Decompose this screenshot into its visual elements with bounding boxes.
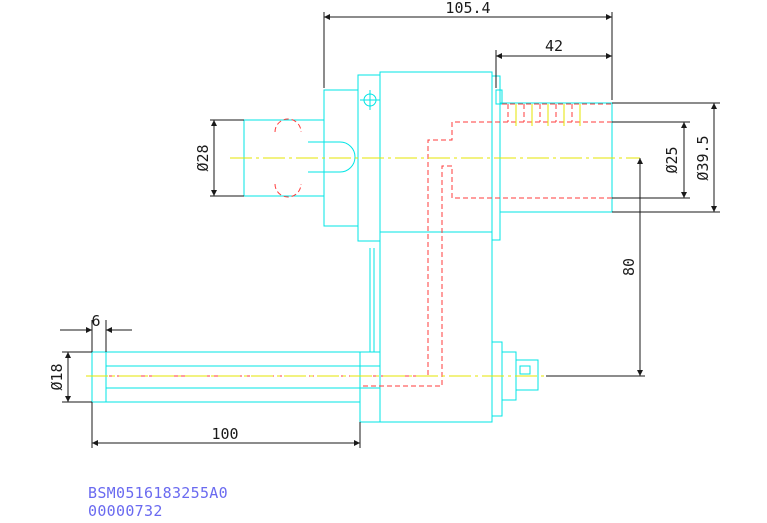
hidden-lines: [94, 103, 612, 387]
dim-tool-body-length: 42: [545, 37, 563, 55]
dim-center-height: 80: [620, 258, 638, 276]
centerlines: [86, 104, 640, 377]
dim-offset: 6: [91, 312, 100, 330]
dim-shank-diameter: Ø28: [194, 144, 212, 171]
dim-tool-diameter: Ø18: [48, 363, 66, 390]
dim-tool-length: 100: [211, 425, 238, 443]
part-code: BSM0516183255A0: [88, 484, 228, 502]
dimension-lines: [60, 12, 720, 448]
serial-number: 00000732: [88, 502, 163, 520]
part-outline: [91, 71, 613, 423]
dim-bore-diameter: Ø25: [663, 146, 681, 173]
crosshair-symbol: [360, 90, 380, 110]
dim-outer-diameter: Ø39.5: [694, 135, 712, 180]
dim-overall-length: 105.4: [445, 0, 490, 17]
